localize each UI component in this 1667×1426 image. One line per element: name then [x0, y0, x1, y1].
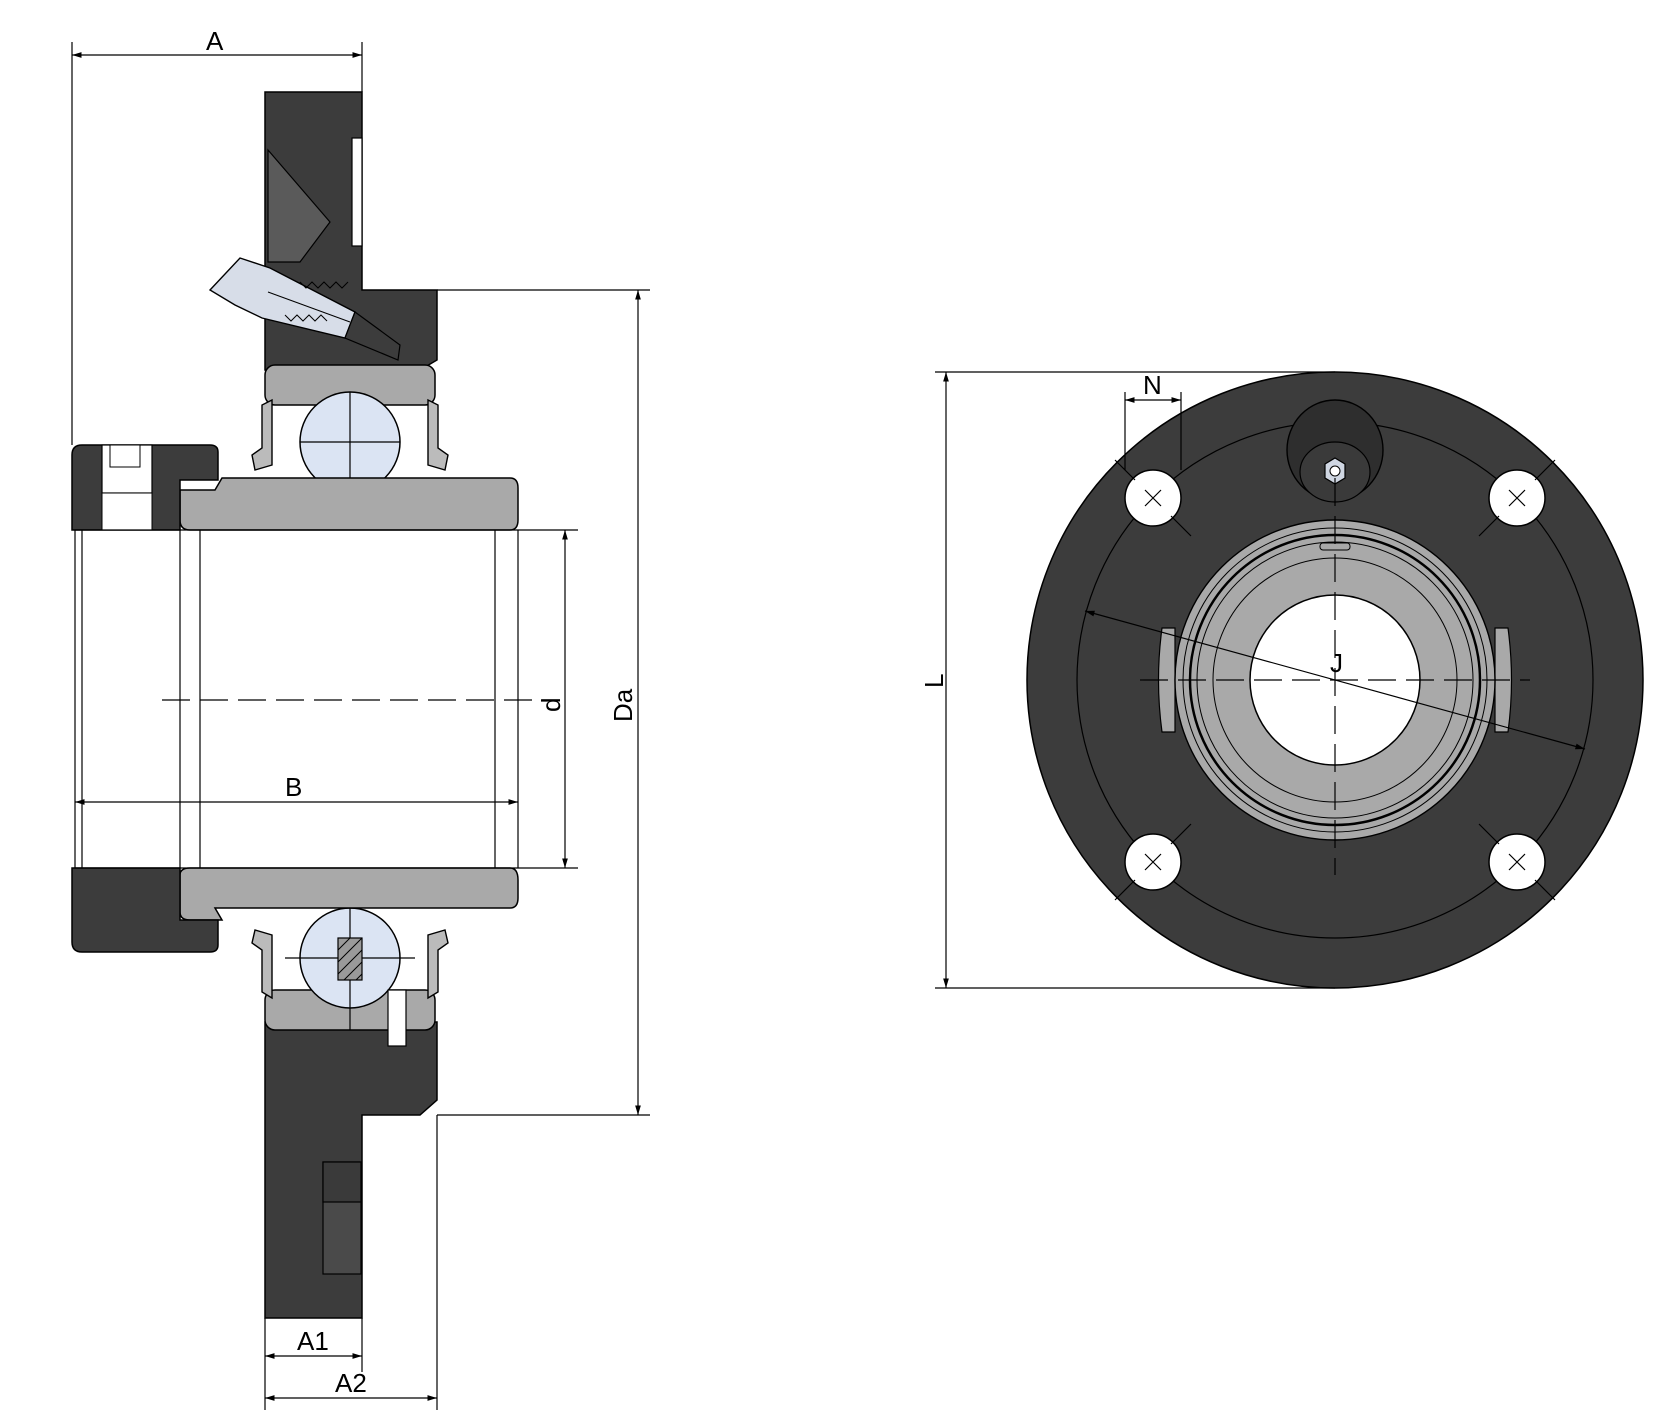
dim-J-label: J	[1330, 648, 1343, 678]
set-screw-hatch	[337, 937, 363, 981]
seal-lower-left	[251, 929, 273, 1000]
locking-collar-lower	[71, 867, 219, 953]
collar-thread	[101, 492, 153, 531]
dim-d-label: d	[536, 698, 566, 712]
housing-upper-inner	[267, 148, 331, 263]
dim-L-ext	[935, 371, 1335, 989]
lock-pin	[387, 989, 407, 1047]
collar-screw-head	[109, 444, 141, 468]
inner-ring	[179, 477, 519, 531]
grease-nipple-icon	[208, 257, 401, 361]
dim-N-label: N	[1143, 370, 1162, 400]
dim-L-label: L	[919, 674, 949, 688]
bolt-hole-top-right	[1478, 459, 1556, 537]
dim-A2-label: A2	[335, 1368, 367, 1398]
set-screw-hatch-lines	[337, 937, 363, 981]
dim-B-label: B	[285, 772, 302, 802]
housing-lower-slot-top	[322, 1161, 362, 1203]
dim-d-ext	[518, 529, 578, 869]
dim-A1-ext	[264, 1318, 363, 1410]
dim-N-ext	[1124, 392, 1182, 470]
front-view: J L N	[919, 370, 1644, 989]
seal-upper-right	[427, 398, 449, 471]
seal-lower-right	[427, 929, 449, 1000]
housing-upper-slot	[351, 137, 363, 247]
dim-Da-ext	[437, 289, 650, 1116]
bolt-hole-top-left	[1114, 459, 1192, 537]
dim-Da-label: Da	[608, 688, 638, 722]
side-section-view: A B d Da A1 A2	[71, 26, 650, 1410]
bore-outline	[74, 530, 519, 868]
insert-key-slot	[1319, 542, 1351, 551]
bolt-hole-bottom-right	[1478, 823, 1556, 901]
dim-A1-label: A1	[297, 1326, 329, 1356]
bolt-hole-bottom-left	[1114, 823, 1192, 901]
dim-A-label: A	[206, 26, 224, 56]
bore-top	[75, 529, 518, 869]
grease-nipple-front-icon	[1324, 457, 1346, 485]
dim-J-line	[1084, 610, 1586, 750]
seal-upper-left	[251, 398, 273, 471]
